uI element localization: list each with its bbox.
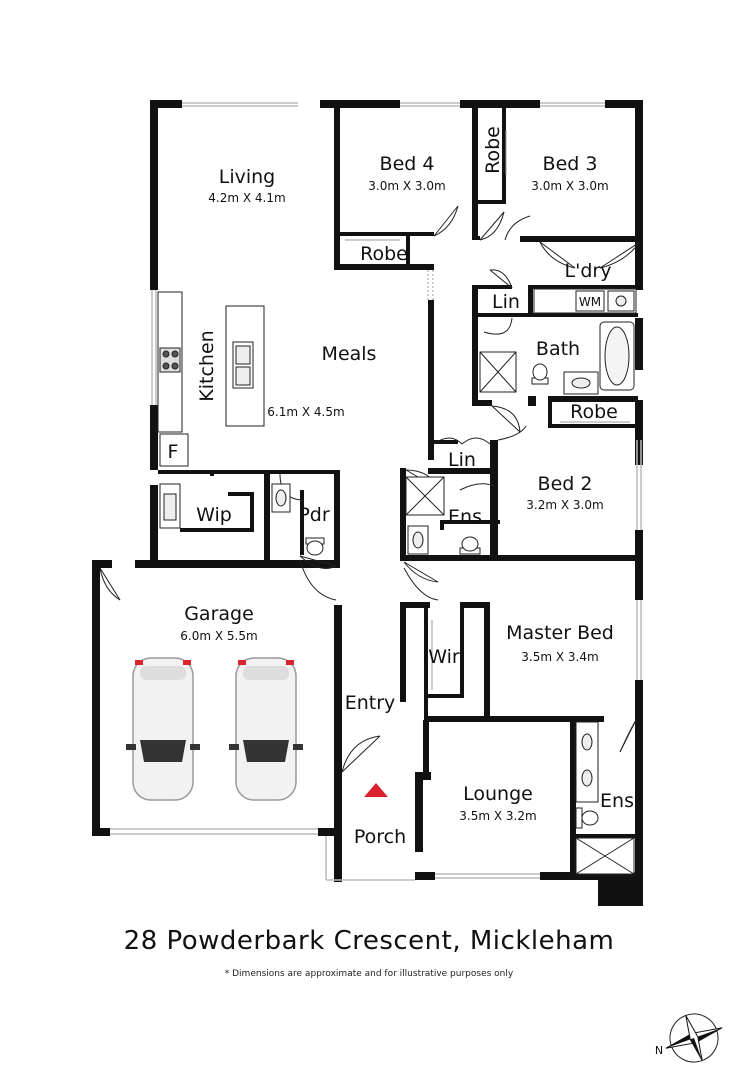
bed3-label: Bed 3 [543, 153, 598, 175]
laundry-label: L'dry [565, 260, 612, 282]
living-label: Living [219, 166, 276, 188]
pdr-toilet-icon [306, 540, 324, 556]
fridge-space [159, 433, 189, 467]
meals-label: Meals [322, 343, 377, 365]
entry-marker [364, 783, 388, 797]
car-icon-left [126, 657, 200, 801]
bed2-dims: 3.2m X 3.0m [526, 498, 603, 512]
robe-bed2-label: Robe [570, 401, 618, 423]
living-dims: 4.2m X 4.1m [208, 191, 285, 205]
master-toilet-icon [581, 810, 599, 826]
disclaimer-note: * Dimensions are approximate and for ill… [224, 969, 514, 979]
bed2-label: Bed 2 [538, 473, 593, 495]
north-label: N [655, 1044, 663, 1057]
bath-label: Bath [536, 338, 580, 360]
ens-master-label: Ens [600, 790, 634, 812]
windows [110, 102, 642, 881]
lounge-label: Lounge [463, 783, 533, 805]
ens-small-label: Ens [448, 506, 482, 528]
bed4-label: Bed 4 [380, 153, 435, 175]
washing-machine-icon [575, 290, 605, 312]
linen-lower-label: Lin [448, 449, 476, 471]
robe-bed4-label: Robe [360, 243, 408, 265]
garage-dims: 6.0m X 5.5m [180, 629, 257, 643]
fridge-label: F [168, 441, 179, 463]
wip-sink-icon [163, 493, 177, 521]
linen-upper-label: Lin [492, 291, 520, 313]
interior-walls [158, 100, 640, 876]
compass-icon [665, 1013, 723, 1063]
bed4-dims: 3.0m X 3.0m [368, 179, 445, 193]
master-label: Master Bed [506, 622, 614, 644]
exterior-walls [92, 100, 643, 906]
ens-toilet-icon [461, 536, 479, 552]
master-dims: 3.5m X 3.4m [521, 650, 598, 664]
fixtures [157, 130, 637, 875]
room-labels: Living 4.2m X 4.1m Bed 4 3.0m X 3.0m Bed… [168, 126, 634, 848]
garage-label: Garage [184, 603, 254, 625]
bed3-dims: 3.0m X 3.0m [531, 179, 608, 193]
kitchen-label: Kitchen [196, 330, 218, 401]
wip-label: Wip [196, 504, 232, 526]
wm-label: WM [579, 295, 601, 309]
entry-label: Entry [345, 692, 396, 714]
pdr-label: Pdr [298, 504, 330, 526]
open-plan-dashes [427, 270, 434, 300]
bath-toilet-icon [532, 363, 548, 381]
porch-label: Porch [354, 826, 406, 848]
wir-label: Wir [428, 646, 460, 668]
car-icon-right [229, 657, 303, 801]
lounge-dims: 3.5m X 3.2m [459, 809, 536, 823]
property-address: 28 Powderbark Crescent, Mickleham [123, 926, 615, 956]
robe-bed3-label: Robe [482, 126, 504, 174]
door-swings [99, 205, 641, 773]
meals-dims: 6.1m X 4.5m [267, 405, 344, 419]
